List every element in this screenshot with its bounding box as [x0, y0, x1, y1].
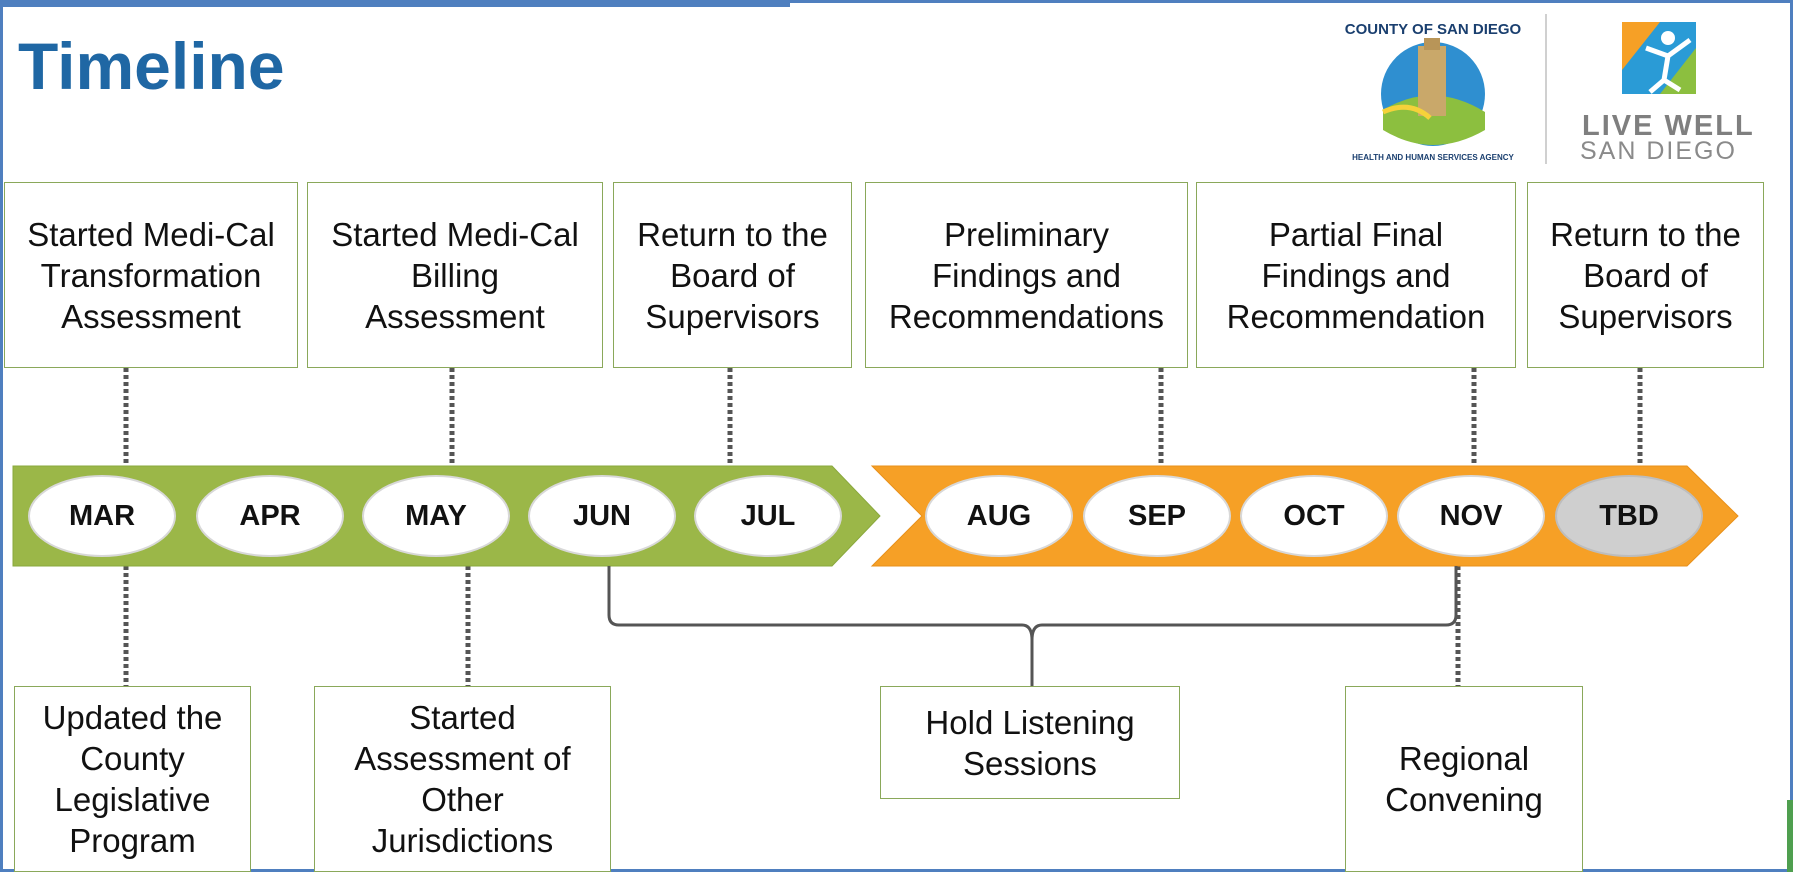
month-aug: AUG — [925, 475, 1073, 557]
top-event-box-5: Partial Final Findings and Recommendatio… — [1196, 182, 1516, 368]
listening-brace — [607, 566, 1458, 686]
month-tbd: TBD — [1555, 475, 1703, 557]
month-sep: SEP — [1083, 475, 1231, 557]
bottom-event-box-1: Updated the County Legislative Program — [14, 686, 251, 872]
live-well-line2: SAN DIEGO — [1580, 137, 1737, 165]
top-event-box-2: Started Medi-Cal Billing Assessment — [307, 182, 603, 368]
top-event-text-1: Started Medi-Cal Transformation Assessme… — [27, 215, 275, 335]
month-jul: JUL — [694, 475, 842, 557]
live-well-line1: LIVE WELL — [1582, 110, 1755, 142]
page-title: Timeline — [18, 29, 285, 103]
bottom-event-box-3: Hold Listening Sessions — [880, 686, 1180, 799]
top-event-text-2: Started Medi-Cal Billing Assessment — [331, 215, 579, 335]
bottom-event-box-4: Regional Convening — [1345, 686, 1583, 872]
bottom-event-text-2: Started Assessment of Other Jurisdiction… — [354, 699, 571, 859]
top-event-box-3: Return to the Board of Supervisors — [613, 182, 852, 368]
top-event-box-4: Preliminary Findings and Recommendations — [865, 182, 1188, 368]
top-event-box-6: Return to the Board of Supervisors — [1527, 182, 1764, 368]
top-event-text-6: Return to the Board of Supervisors — [1550, 215, 1741, 335]
svg-text:HEALTH AND HUMAN SERVICES AGEN: HEALTH AND HUMAN SERVICES AGENCY — [1352, 153, 1514, 162]
bottom-event-box-2: Started Assessment of Other Jurisdiction… — [314, 686, 611, 872]
month-oct: OCT — [1240, 475, 1388, 557]
month-jun: JUN — [528, 475, 676, 557]
month-nov: NOV — [1397, 475, 1545, 557]
month-mar: MAR — [28, 475, 176, 557]
bottom-event-text-4: Regional Convening — [1385, 740, 1543, 818]
top-event-text-3: Return to the Board of Supervisors — [637, 215, 828, 335]
top-event-text-5: Partial Final Findings and Recommendatio… — [1226, 215, 1486, 335]
month-may: MAY — [362, 475, 510, 557]
svg-text:COUNTY OF SAN DIEGO: COUNTY OF SAN DIEGO — [1345, 21, 1522, 38]
top-event-box-1: Started Medi-Cal Transformation Assessme… — [4, 182, 298, 368]
month-apr: APR — [196, 475, 344, 557]
bottom-event-text-1: Updated the County Legislative Program — [42, 699, 223, 859]
bottom-event-text-3: Hold Listening Sessions — [925, 703, 1135, 782]
top-event-text-4: Preliminary Findings and Recommendations — [888, 215, 1165, 335]
